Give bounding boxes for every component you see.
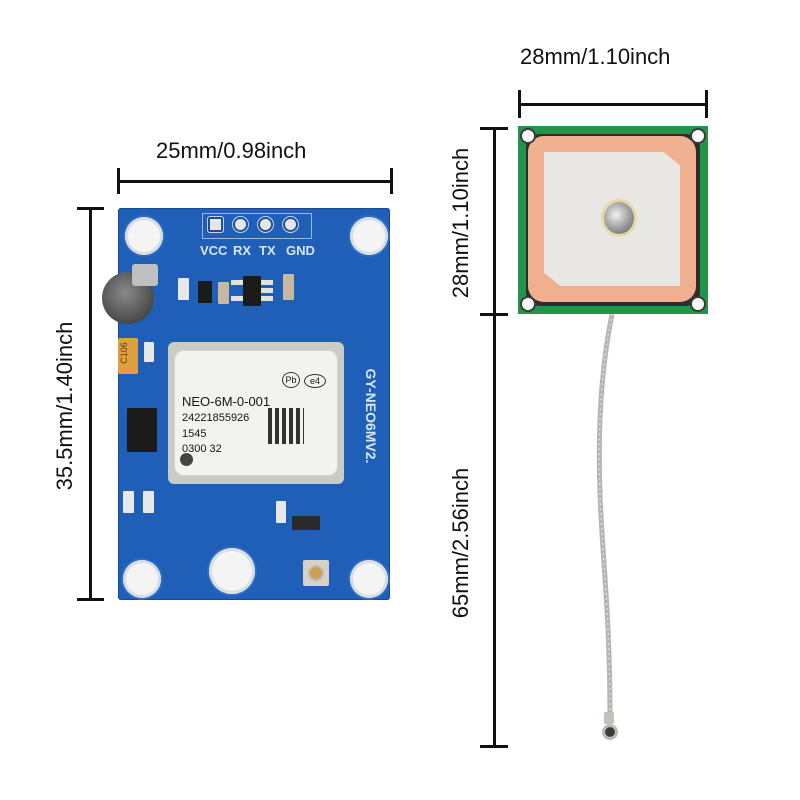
antenna-width-label: 28mm/1.10inch (520, 44, 671, 69)
antenna-hole-top-left (522, 130, 534, 142)
antenna-hole-bottom-right (692, 298, 704, 310)
pin-label-tx: TX (259, 243, 276, 258)
board-height-tick-top (77, 207, 104, 210)
pin-gnd (283, 217, 298, 232)
module-line4: 0300 32 (182, 443, 222, 455)
pin-label-gnd: GND (286, 243, 315, 258)
led-resistor (143, 491, 154, 513)
e4-mark: e4 (304, 374, 326, 388)
ufl-connector (303, 560, 329, 586)
ceramic-body (528, 136, 696, 302)
mounting-hole-bottom-center (209, 548, 255, 594)
cable-length-tick-bottom (480, 745, 508, 748)
gps-board: VCC RX TX GND C106 Pb e4 NEO-6M-0-001 24… (102, 208, 390, 600)
pin1-dot (180, 453, 193, 466)
cable-length-line (493, 314, 496, 746)
capacitor-3 (144, 342, 154, 362)
header-pin-box (202, 213, 312, 239)
board-width-tick-right (390, 168, 393, 194)
datamatrix-code (268, 408, 304, 444)
board-model-silkscreen: GY-NEO6MV2. (363, 368, 379, 464)
board-height-line (89, 208, 92, 600)
board-width-line (118, 180, 392, 183)
capacitor-1 (218, 282, 229, 304)
antenna-width-line (519, 103, 707, 106)
board-width-label: 25mm/0.98inch (156, 138, 307, 163)
mounting-hole-top-left (125, 217, 163, 255)
antenna-hole-bottom-left (522, 298, 534, 310)
antenna-hole-top-right (692, 130, 704, 142)
antenna-width-tick-left (518, 90, 521, 118)
capacitor-2 (283, 274, 294, 300)
regulator-pad-1 (231, 280, 243, 285)
resistor-2 (276, 501, 286, 523)
pin-label-rx: RX (233, 243, 252, 258)
resistor-1 (178, 278, 189, 300)
ufl-plug (602, 712, 618, 742)
pin-rx (233, 217, 248, 232)
neo6m-module: Pb e4 NEO-6M-0-001 24221855926 1545 0300… (168, 342, 344, 484)
antenna-width-tick-right (705, 90, 708, 118)
ufl-center (310, 567, 322, 579)
mounting-hole-bottom-left (123, 560, 161, 598)
regulator-pad-2 (231, 296, 243, 301)
status-led (123, 491, 134, 513)
board-height-tick-bottom (77, 598, 104, 601)
voltage-regulator (243, 276, 261, 306)
pin-label-vcc: VCC (200, 243, 228, 258)
module-shield: Pb e4 NEO-6M-0-001 24221855926 1545 0300… (174, 350, 338, 476)
regulator-pad-5 (261, 296, 273, 301)
eeprom-chip (127, 408, 157, 452)
ufl-plug-body (604, 712, 614, 724)
diode (198, 281, 212, 303)
module-serial: 24221855926 (182, 412, 250, 424)
feed-point (604, 202, 634, 234)
regulator-pad-3 (261, 280, 273, 285)
module-model: NEO-6M-0-001 (182, 394, 271, 409)
mounting-hole-top-right (350, 217, 388, 255)
inductor (292, 516, 320, 530)
antenna-pcb (518, 126, 708, 314)
pin-tx (258, 217, 273, 232)
pin-vcc (208, 217, 223, 232)
antenna-height-tick-top (480, 127, 508, 130)
mounting-hole-bottom-right (350, 560, 388, 598)
cable-length-label: 65mm/2.56inch (448, 467, 473, 619)
board-width-tick-left (117, 168, 120, 194)
antenna-cable (596, 314, 615, 715)
pb-free-mark: Pb (282, 372, 300, 388)
module-line3: 1545 (182, 428, 207, 440)
board-height-label: 35.5mm/1.40inch (52, 321, 77, 491)
antenna-height-label: 28mm/1.10inch (448, 147, 473, 299)
antenna-height-line (493, 128, 496, 314)
regulator-pad-4 (261, 288, 273, 293)
capacitor-c106 (118, 338, 138, 374)
ufl-plug-head (602, 724, 618, 740)
battery-holder (132, 264, 158, 286)
capacitor-c106-label: C106 (118, 342, 129, 364)
